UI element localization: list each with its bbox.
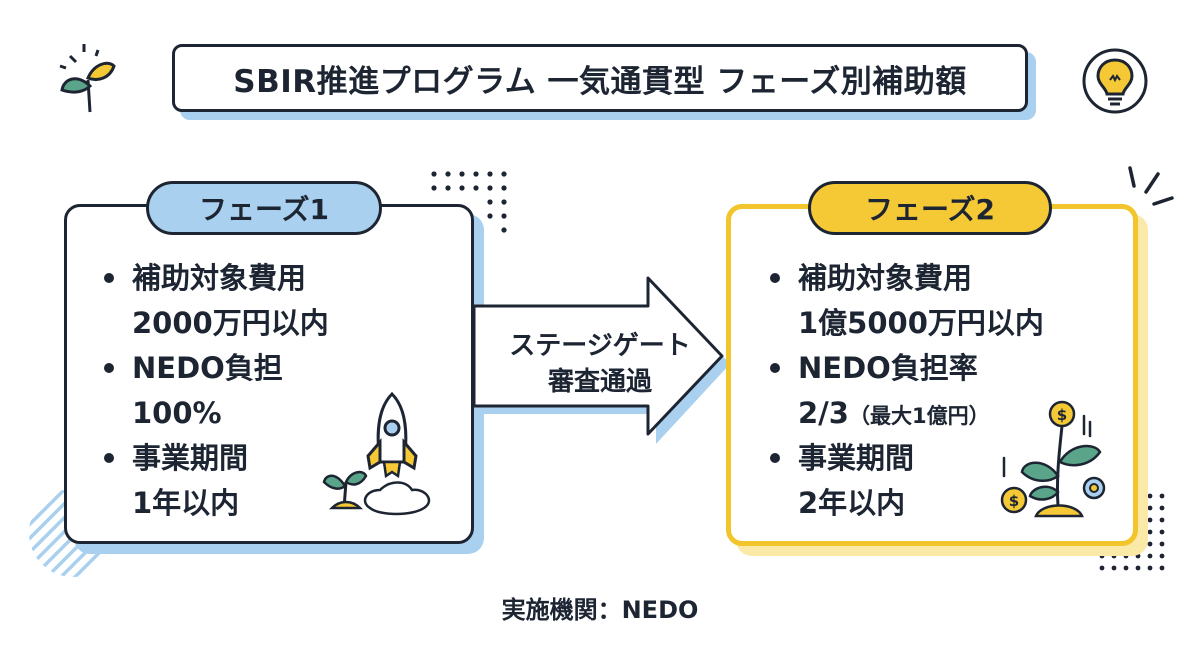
phase1-label: フェーズ1 (146, 181, 382, 235)
item-heading: 補助対象費用 (132, 261, 307, 295)
arrow-label-line1: ステージゲート (509, 331, 691, 361)
phase2-list: 補助対象費用 1億5000万円以内 NEDO負担率 2/3（最大1億円） 事業期… (762, 256, 1044, 526)
item-value: 2年以内 (798, 486, 906, 520)
list-item: 事業期間 (96, 436, 329, 481)
item-value: 2/3 (798, 396, 849, 430)
item-heading: 事業期間 (132, 441, 249, 475)
phase1-list: 補助対象費用 2000万円以内 NEDO負担 100% 事業期間 1年以内 (96, 256, 329, 526)
bullet (104, 273, 114, 283)
list-item-value: 1億5000万円以内 (762, 301, 1044, 346)
list-item: NEDO負担 (96, 346, 329, 391)
lightbulb-icon (1082, 48, 1148, 114)
sprout-icon (59, 44, 116, 113)
list-item: 事業期間 (762, 436, 1044, 481)
list-item: NEDO負担率 (762, 346, 1044, 391)
item-heading: 補助対象費用 (798, 261, 973, 295)
svg-text:$: $ (1009, 492, 1019, 510)
arrow-icon (472, 276, 730, 444)
arrow-label-line2: 審査通過 (547, 367, 652, 397)
bullet (770, 273, 780, 283)
arrow-label: ステージゲート 審査通過 (480, 328, 720, 400)
list-item-value: 100% (96, 391, 329, 436)
bullet (770, 363, 780, 373)
bullet (770, 453, 780, 463)
money-plant-icon: $ $ (1000, 400, 1106, 518)
bullet (104, 453, 114, 463)
item-heading: 事業期間 (798, 441, 915, 475)
item-value: 1年以内 (132, 486, 240, 520)
rocket-icon (322, 391, 431, 516)
footer-implementing-agency: 実施機関：NEDO (501, 596, 699, 624)
page-title: SBIR推進プログラム 一気通貫型 フェーズ別補助額 (172, 44, 1028, 112)
dot-pattern (431, 171, 507, 233)
list-item-value: 2年以内 (762, 481, 1044, 526)
item-value: 2000万円以内 (132, 306, 329, 340)
item-note: （最大1億円） (848, 404, 990, 428)
svg-text:$: $ (1057, 406, 1067, 424)
list-item: 補助対象費用 (762, 256, 1044, 301)
list-item-value: 2000万円以内 (96, 301, 329, 346)
list-item-value: 2/3（最大1億円） (762, 391, 1044, 436)
bullet (104, 363, 114, 373)
phase2-card (726, 204, 1138, 546)
list-item: 補助対象費用 (96, 256, 329, 301)
phase2-label: フェーズ2 (808, 181, 1052, 235)
list-item-value: 1年以内 (96, 481, 329, 526)
burst-lines (1128, 166, 1174, 206)
item-heading: NEDO負担 (132, 351, 283, 385)
item-value: 100% (132, 396, 222, 430)
item-value: 1億5000万円以内 (798, 306, 1044, 340)
item-heading: NEDO負担率 (798, 351, 978, 385)
